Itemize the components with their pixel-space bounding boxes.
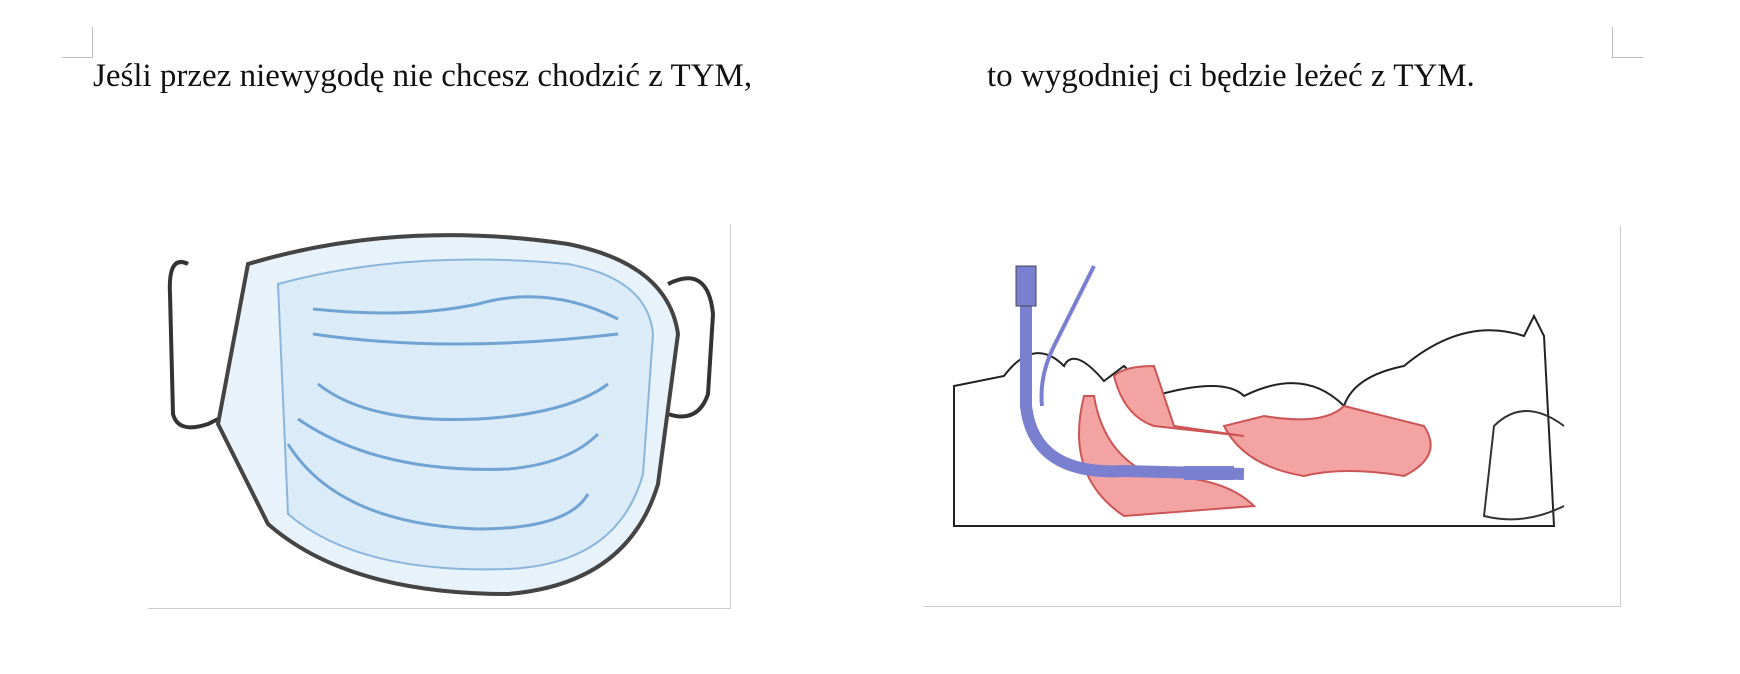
margin-corner-top-right: [1612, 27, 1643, 58]
caption-left: Jeśli przez niewygodę nie chcesz chodzić…: [93, 58, 753, 94]
endotracheal-intubation-image[interactable]: [924, 226, 1621, 607]
margin-corner-top-left: [62, 27, 93, 58]
surgical-mask-image[interactable]: [148, 224, 731, 609]
caption-right: to wygodniej ci będzie leżeć z TYM.: [987, 58, 1475, 94]
